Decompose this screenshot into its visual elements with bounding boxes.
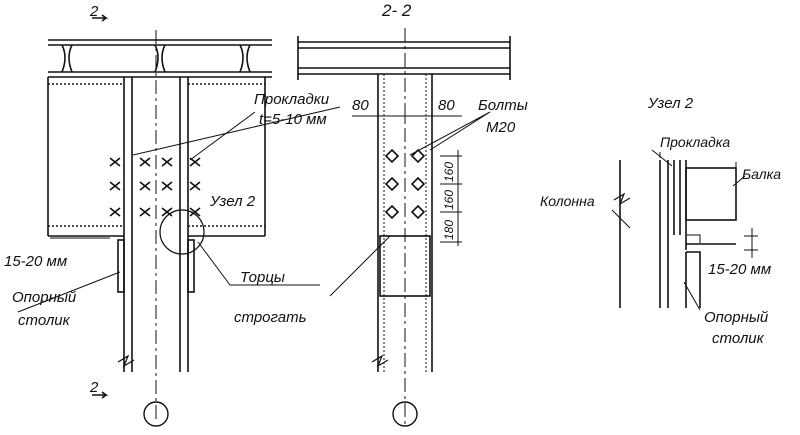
label-gap: 15-20 мм bbox=[4, 253, 67, 270]
label-support-line1: Опорный bbox=[12, 289, 77, 306]
label-ends-line2: строгать bbox=[234, 309, 307, 326]
node-title: Узел 2 bbox=[647, 95, 694, 112]
label-support-right-line1: Опорный bbox=[704, 309, 769, 326]
middle-view bbox=[297, 28, 511, 427]
left-view bbox=[17, 14, 341, 427]
label-shim-thickness: t=5-10 мм bbox=[259, 111, 327, 128]
section-title: 2- 2 bbox=[381, 1, 412, 20]
section-mark-top: 2 bbox=[89, 3, 99, 20]
right-view-labels: Узел 2 Прокладка Балка Колонна 15-20 мм … bbox=[540, 95, 781, 347]
label-bolts: Болты bbox=[478, 97, 528, 114]
label-ends-line1: Торцы bbox=[240, 269, 285, 286]
middle-view-labels: 2- 2 80 80 Болты M20 160 160 180 bbox=[352, 1, 528, 240]
label-bolt-size: M20 bbox=[486, 119, 516, 136]
label-column: Колонна bbox=[540, 193, 595, 209]
right-view bbox=[611, 149, 758, 311]
dim-left: 80 bbox=[352, 97, 369, 114]
label-shims: Прокладки bbox=[254, 91, 330, 108]
section-mark-bottom: 2 bbox=[89, 379, 99, 396]
dim-right: 80 bbox=[438, 97, 455, 114]
left-view-labels: 2 2 Прокладки t=5-10 мм Узел 2 15-20 мм … bbox=[4, 3, 330, 396]
label-support-right-line2: столик bbox=[712, 330, 765, 347]
label-node: Узел 2 bbox=[209, 193, 256, 210]
dim-3: 180 bbox=[442, 220, 456, 240]
label-support-line2: столик bbox=[18, 312, 71, 329]
label-gap-right: 15-20 мм bbox=[708, 261, 771, 278]
label-beam: Балка bbox=[742, 166, 781, 182]
label-shim: Прокладка bbox=[660, 134, 730, 150]
dim-1: 160 bbox=[442, 162, 456, 182]
dim-2: 160 bbox=[442, 190, 456, 210]
